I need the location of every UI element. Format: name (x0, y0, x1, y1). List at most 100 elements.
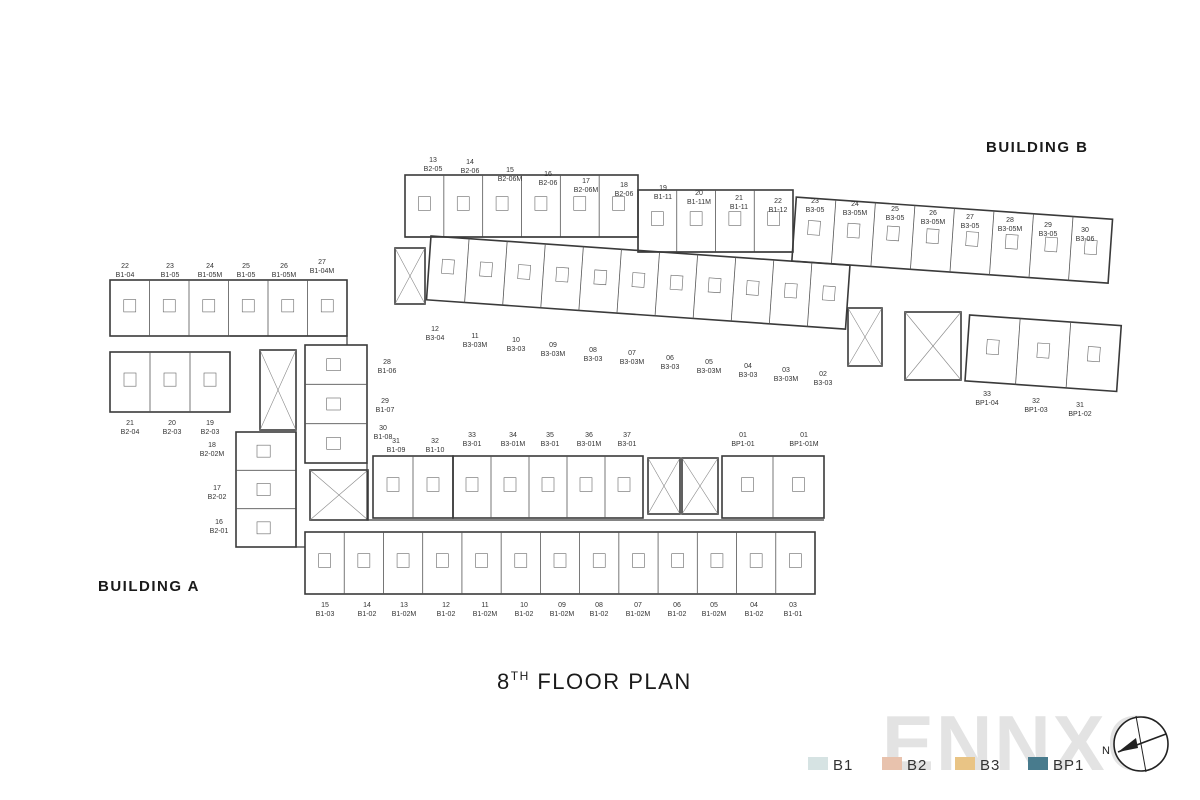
unit-number: 18 (620, 182, 628, 189)
unit-type: B3-01M (577, 441, 602, 448)
building-b-label: BUILDING B (986, 139, 1089, 156)
lift-core-b (904, 311, 962, 381)
unit-block-b-top-b2 (404, 174, 639, 238)
unit-number: 14 (363, 602, 371, 609)
unit-type: B3-03 (814, 380, 833, 387)
unit-number: 32 (431, 438, 439, 445)
unit-type: B1-05 (237, 272, 256, 279)
unit-block-a-bottom (304, 531, 816, 595)
stair-core-a (259, 349, 297, 431)
unit-number: 07 (634, 602, 642, 609)
unit-number: 22 (121, 263, 129, 270)
unit-type: B1-10 (426, 447, 445, 454)
unit-number: 15 (321, 602, 329, 609)
unit-type: B1-02 (668, 611, 687, 618)
unit-type: B1-05M (198, 272, 223, 279)
unit-type: B2-03 (163, 429, 182, 436)
unit-type: B1-08 (374, 434, 393, 441)
unit-number: 04 (744, 363, 752, 370)
unit-type: B2-06M (498, 176, 523, 183)
unit-block-a-mid-b1 (372, 455, 454, 519)
unit-number: 23 (166, 263, 174, 270)
unit-type: BP1-02 (1068, 411, 1091, 418)
unit-type: B1-05M (272, 272, 297, 279)
unit-type: B2-06 (539, 180, 558, 187)
unit-block-a-mid-b3 (452, 455, 644, 519)
unit-type: BP1-04 (975, 400, 998, 407)
unit-block-a-left (109, 351, 231, 413)
unit-type: B3-03 (739, 372, 758, 379)
unit-number: 30 (379, 425, 387, 432)
unit-number: 25 (242, 263, 250, 270)
unit-type: B1-02 (437, 611, 456, 618)
unit-type: B1-07 (376, 407, 395, 414)
unit-number: 07 (628, 350, 636, 357)
unit-number: 05 (710, 602, 718, 609)
unit-type: B3-05M (843, 210, 868, 217)
unit-type: B1-09 (387, 447, 406, 454)
legend-swatch (1028, 757, 1048, 770)
unit-type: B1-02 (590, 611, 609, 618)
unit-type: B2-04 (121, 429, 140, 436)
unit-number: 36 (585, 432, 593, 439)
unit-type: B1-02M (702, 611, 727, 618)
unit-type: B3-06 (1076, 236, 1095, 243)
unit-type: B3-01M (501, 441, 526, 448)
unit-number: 16 (544, 171, 552, 178)
unit-number: 12 (442, 602, 450, 609)
unit-number: 26 (929, 210, 937, 217)
unit-number: 33 (983, 391, 991, 398)
unit-type: B3-03M (697, 368, 722, 375)
unit-type: B3-03M (774, 376, 799, 383)
unit-number: 32 (1032, 398, 1040, 405)
unit-type: B1-02 (358, 611, 377, 618)
unit-number: 13 (429, 157, 437, 164)
unit-number: 10 (512, 337, 520, 344)
unit-type: B1-02M (550, 611, 575, 618)
legend-item-bp1: BP1 (1028, 757, 1083, 774)
unit-number: 06 (666, 355, 674, 362)
unit-number: 35 (546, 432, 554, 439)
unit-type: B3-04 (426, 335, 445, 342)
legend-item-b3: B3 (955, 757, 999, 774)
unit-number: 28 (383, 359, 391, 366)
unit-number: 03 (782, 367, 790, 374)
corridor-outline-b (405, 236, 793, 253)
unit-type: B2-06 (615, 191, 634, 198)
unit-type: B1-11 (730, 204, 748, 211)
stair-core-b2 (847, 307, 883, 367)
unit-type: B3-05 (806, 207, 825, 214)
unit-number: 10 (520, 602, 528, 609)
unit-number: 27 (318, 259, 326, 266)
legend-label: B2 (907, 757, 927, 774)
unit-number: 12 (431, 326, 439, 333)
unit-block-a-vert-b2 (235, 431, 297, 548)
unit-labels: 22B1-0423B1-0524B1-05M25B1-0526B1-05M27B… (116, 157, 1095, 618)
